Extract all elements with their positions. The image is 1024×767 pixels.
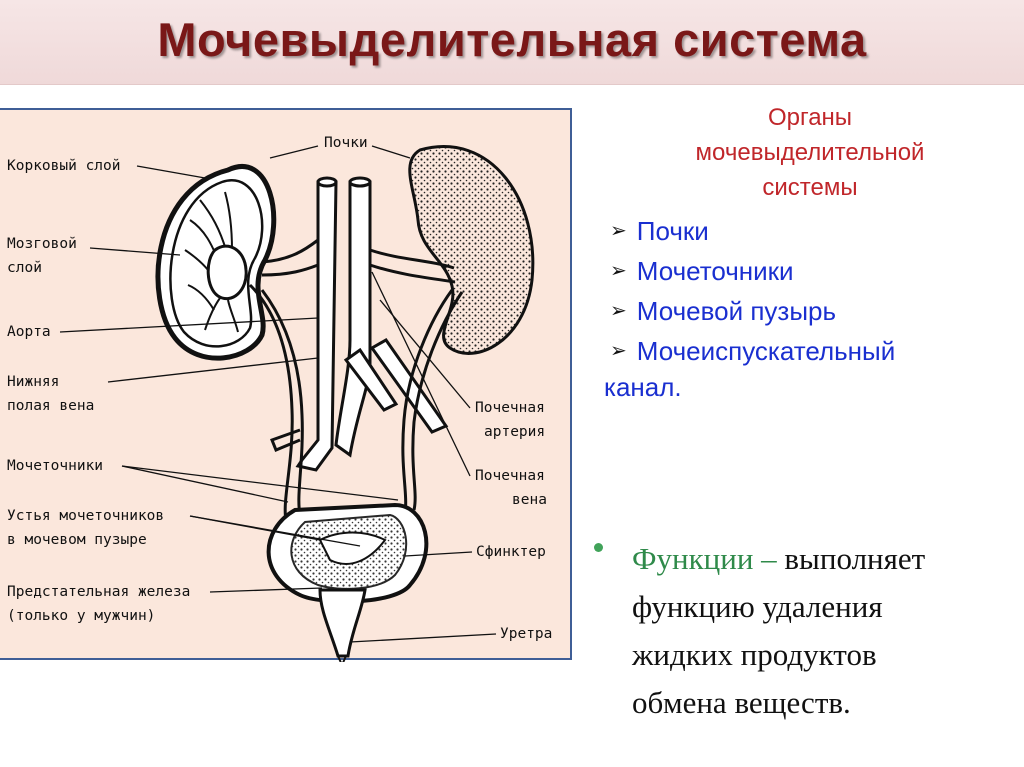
arrow-bullet-icon: ➢: [610, 260, 627, 282]
organ-bladder: Мочевой пузырь: [636, 296, 837, 326]
label-ostia-1: Устья мочеточников: [7, 508, 164, 524]
slide-title: Мочевыделительная система: [157, 13, 867, 66]
label-ureters: Мочеточники: [7, 458, 103, 474]
organ-urethra-continuation: канал.: [604, 372, 682, 402]
label-kidneys: Почки: [324, 135, 368, 151]
organs-title: Органы мочевыделительной системы: [596, 100, 1024, 205]
ureters: [248, 283, 464, 521]
functions-line-1: выполняет: [784, 541, 926, 576]
leader-lines: [59, 145, 497, 643]
label-artery-1: Почечная: [475, 400, 545, 416]
label-urethra: Уретра: [500, 626, 552, 642]
diagram-labels: Почки Корковый слой Мозговой слой Аорта …: [7, 135, 552, 642]
organs-title-line-1: Органы: [767, 104, 853, 131]
label-vein-1: Почечная: [475, 468, 545, 484]
right-kidney: [408, 145, 535, 355]
functions-text: Функции – выполняет функцию удаления жид…: [632, 535, 1024, 727]
functions-section: Функции – выполняет функцию удаления жид…: [594, 535, 1024, 727]
urinary-system-diagram: Почки Корковый слой Мозговой слой Аорта …: [0, 108, 572, 662]
label-sphincter: Сфинктер: [476, 544, 546, 560]
label-ostia-2: в мочевом пузыре: [7, 532, 147, 548]
arrow-bullet-icon: ➢: [610, 340, 627, 362]
organ-kidneys: Почки: [636, 216, 709, 246]
label-vena-1: Нижняя: [7, 374, 59, 390]
left-kidney: [155, 164, 277, 361]
label-vein-2: вена: [512, 492, 547, 508]
organ-urethra: Мочеиспускательный: [636, 336, 896, 366]
organs-list: ➢ Почки ➢ Мочеточники ➢ Мочевой пузырь ➢ Моч…: [596, 211, 1024, 407]
organ-ureters: Мочеточники: [636, 256, 794, 286]
arrow-bullet-icon: ➢: [610, 220, 627, 242]
organs-title-line-2: мочевыделительной: [695, 139, 925, 166]
urinary-bladder: [266, 502, 429, 662]
organs-section: Органы мочевыделительной системы ➢ Почки …: [596, 100, 1024, 407]
organs-title-line-3: системы: [762, 174, 858, 201]
label-aorta: Аорта: [7, 324, 51, 340]
label-artery-2: артерия: [484, 424, 545, 440]
functions-line-3: жидких продуктов: [632, 637, 877, 672]
list-item: ➢ Мочевой пузырь: [610, 291, 1024, 331]
title-bar: Мочевыделительная система: [0, 0, 1024, 85]
functions-keyword: Функции: [632, 541, 754, 576]
label-vena-2: полая вена: [7, 398, 94, 414]
anatomy-illustration: Почки Корковый слой Мозговой слой Аорта …: [7, 135, 552, 662]
label-medulla-1: Мозговой: [7, 236, 77, 252]
label-cortex: Корковый слой: [7, 158, 121, 174]
arrow-bullet-icon: ➢: [610, 300, 627, 322]
list-item: ➢ Почки: [610, 211, 1024, 251]
label-prostate-1: Предстательная железа: [7, 584, 190, 600]
renal-vessels: [261, 238, 456, 284]
list-item-continuation: канал.: [604, 367, 1024, 407]
label-medulla-2: слой: [7, 260, 42, 276]
list-item: ➢ Мочеиспускательный: [610, 331, 1024, 371]
functions-line-2: функцию удаления: [632, 589, 883, 624]
bullet-dot-icon: [594, 543, 603, 552]
label-prostate-2: (только у мужчин): [7, 608, 155, 624]
functions-dash: –: [753, 541, 785, 576]
list-item: ➢ Мочеточники: [610, 251, 1024, 291]
functions-line-4: обмена веществ.: [632, 685, 851, 720]
